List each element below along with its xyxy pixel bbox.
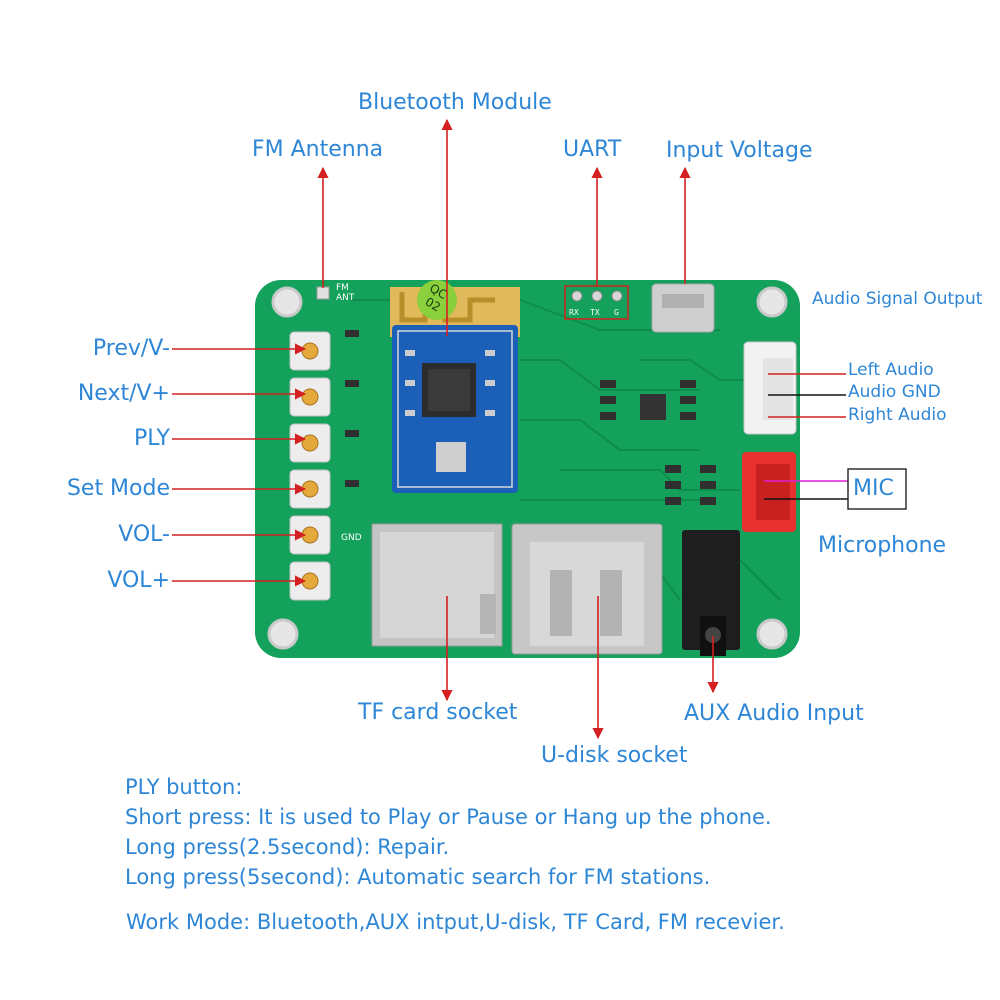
amp-ic — [640, 394, 666, 420]
label-u-disk-socket: U-disk socket — [541, 743, 688, 768]
bluetooth-module — [390, 287, 520, 493]
aux-jack — [682, 530, 740, 656]
label-input-voltage: Input Voltage — [666, 138, 813, 163]
tact-button-next — [289, 377, 331, 417]
mount-hole-tl — [271, 286, 303, 318]
label-audio-gnd: Audio GND — [848, 382, 941, 402]
label-tf-card-socket: TF card socket — [358, 700, 518, 725]
tact-button-prev — [289, 331, 331, 371]
uart-pin-rx: RX — [569, 308, 579, 317]
usb-a-socket — [511, 523, 663, 655]
label-audio-signal-output: Audio Signal Output — [812, 289, 983, 309]
label-vol-plus: VOL+ — [107, 568, 170, 593]
work-mode-note: Work Mode: Bluetooth,AUX intput,U-disk, … — [126, 910, 785, 934]
notes-title: PLY button: — [125, 775, 243, 799]
notes-line-1: Short press: It is used to Play or Pause… — [125, 805, 772, 829]
label-set-mode: Set Mode — [66, 476, 170, 501]
label-fm-antenna: FM Antenna — [252, 137, 384, 162]
label-prev: Prev/V- — [92, 336, 170, 361]
mount-hole-br — [756, 618, 788, 650]
uart-pin-g: G — [614, 308, 619, 317]
label-mic: MIC — [853, 476, 894, 501]
pcb-board: FM ANT QC 02 RX — [255, 280, 800, 658]
uart-pin-tx: TX — [590, 308, 600, 317]
callout-arrows — [172, 118, 719, 740]
notes-line-2: Long press(2.5second): Repair. — [125, 835, 450, 859]
mic-label-box — [847, 468, 907, 510]
label-aux-audio-input: AUX Audio Input — [684, 701, 864, 726]
label-next: Next/V+ — [77, 381, 170, 406]
label-vol-minus: VOL- — [118, 522, 170, 547]
label-left-audio: Left Audio — [848, 360, 934, 380]
tf-card-socket — [371, 523, 503, 647]
label-ply: PLY — [133, 426, 170, 451]
svg-text:02: 02 — [423, 295, 443, 315]
tact-button-ply — [289, 423, 331, 463]
usb-power-connector — [651, 283, 715, 333]
audio-output-connector — [743, 341, 797, 435]
mount-hole-tr — [756, 286, 788, 318]
label-uart: UART — [563, 137, 622, 162]
fm-antenna-pad — [316, 286, 330, 300]
mount-hole-bl — [267, 618, 299, 650]
qc-sticker: QC 02 — [417, 280, 457, 320]
gnd-silk: GND — [341, 533, 362, 543]
label-microphone: Microphone — [818, 533, 947, 558]
fm-ant-silk: ANT — [336, 293, 355, 303]
mic-connector — [742, 452, 796, 532]
ply-button-notes: PLY button: Short press: It is used to P… — [125, 772, 772, 892]
notes-line-3: Long press(5second): Automatic search fo… — [125, 865, 711, 889]
label-right-audio: Right Audio — [848, 405, 947, 425]
label-bluetooth-module: Bluetooth Module — [358, 90, 552, 115]
svg-text:FM: FM — [336, 283, 349, 293]
